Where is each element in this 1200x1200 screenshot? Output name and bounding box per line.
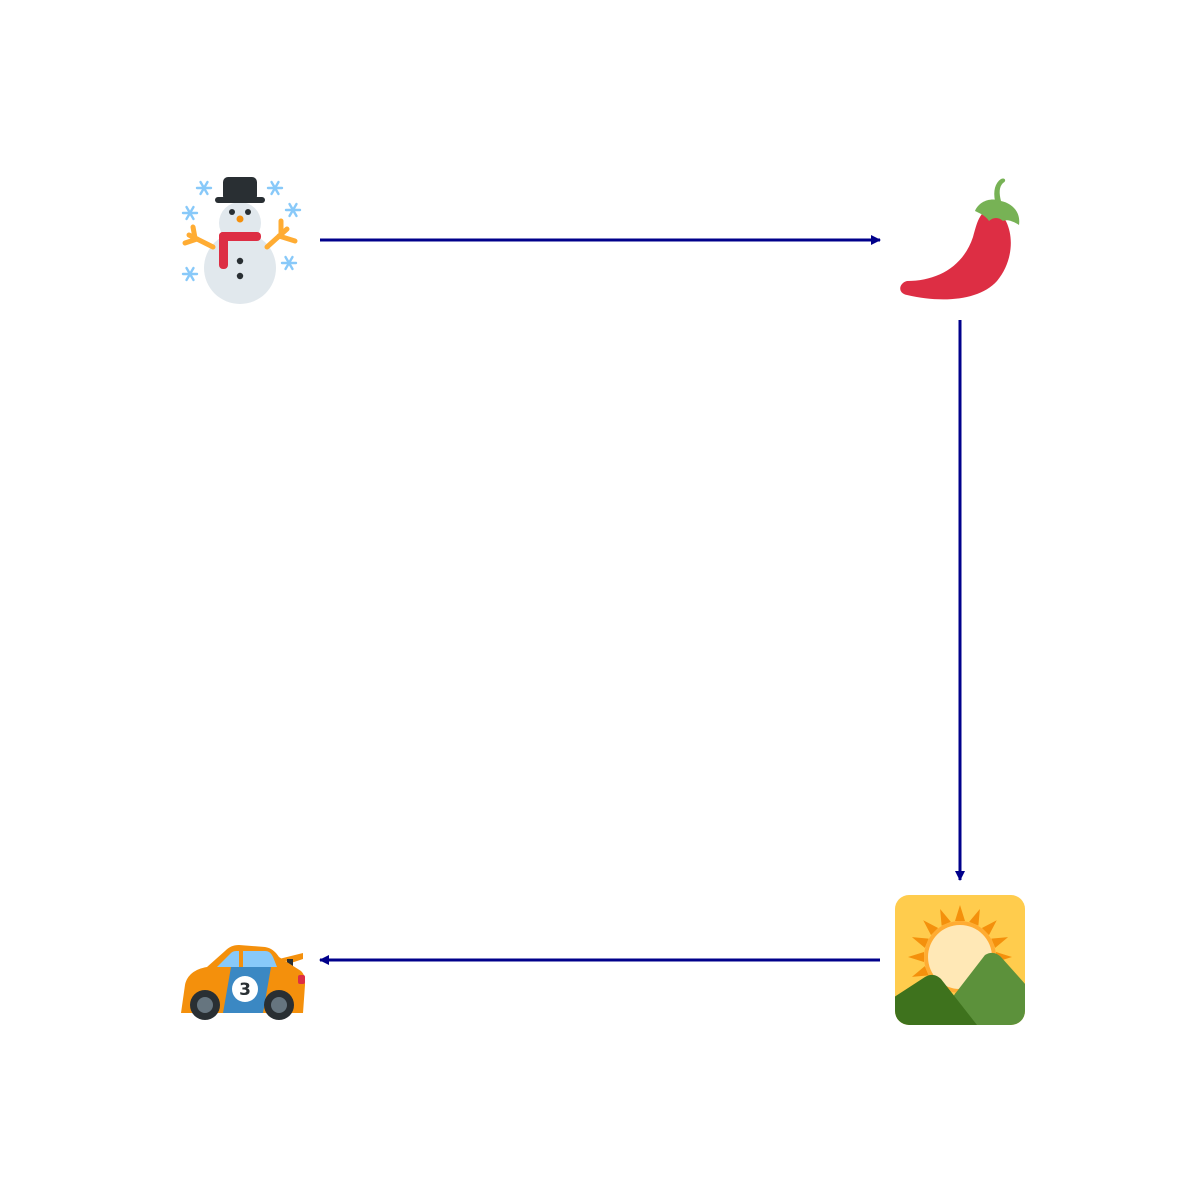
car-number: 3	[239, 980, 251, 1000]
snowflake-icon	[181, 180, 302, 282]
hot-pepper-icon	[895, 175, 1025, 305]
snowman-with-snow-icon	[175, 175, 305, 305]
racing-car-icon: 3	[175, 895, 305, 1025]
sunrise-over-mountains-icon	[895, 895, 1025, 1025]
